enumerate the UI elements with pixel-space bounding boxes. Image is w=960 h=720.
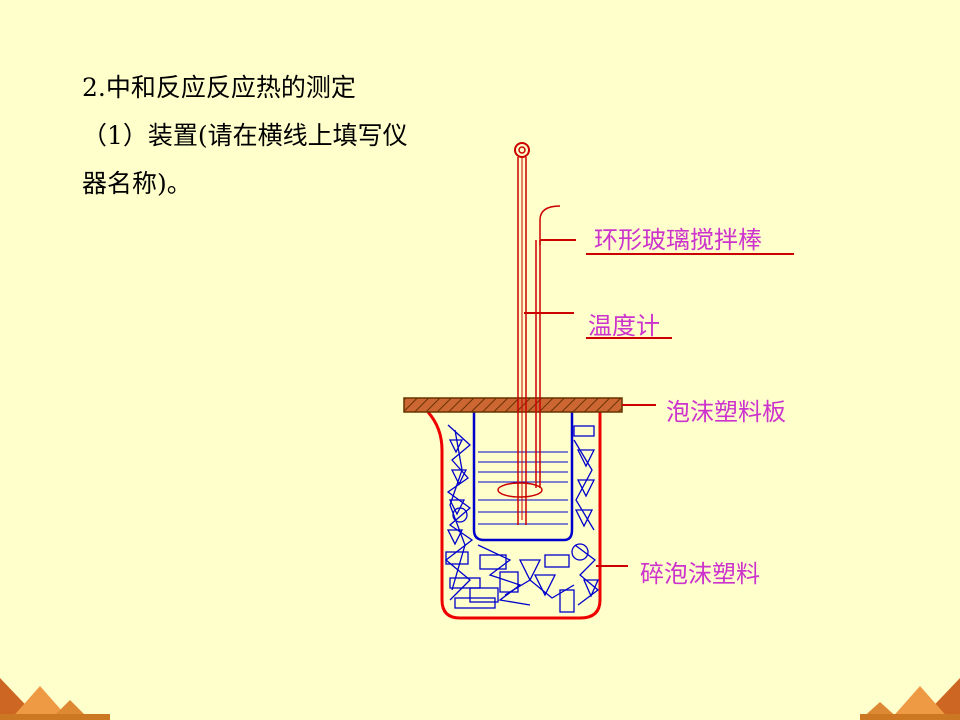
label-foam-pieces: 碎泡沫塑料: [640, 560, 760, 588]
foam-pieces: [444, 424, 600, 613]
corner-decoration-left: [0, 678, 110, 720]
label-foam-board: 泡沫塑料板: [666, 398, 786, 426]
thermometer: [514, 142, 530, 525]
heading-line-1: 2.中和反应反应热的测定: [82, 73, 356, 102]
heading-line-3: 器名称)。: [82, 169, 192, 198]
liquid: [478, 451, 568, 525]
question-text: 2.中和反应反应热的测定 （1）装置(请在横线上填写仪 器名称)。: [82, 64, 408, 208]
leader-lines: [524, 239, 794, 567]
label-stirrer: 环形玻璃搅拌棒: [594, 226, 762, 254]
corner-decoration-right: [860, 678, 960, 720]
heading-line-2: （1）装置(请在横线上填写仪: [82, 121, 408, 150]
foam-board: [403, 397, 623, 413]
inner-beaker: [472, 412, 574, 542]
label-thermometer: 温度计: [588, 312, 660, 340]
ring-stirrer: [497, 205, 561, 498]
outer-beaker: [426, 411, 602, 620]
